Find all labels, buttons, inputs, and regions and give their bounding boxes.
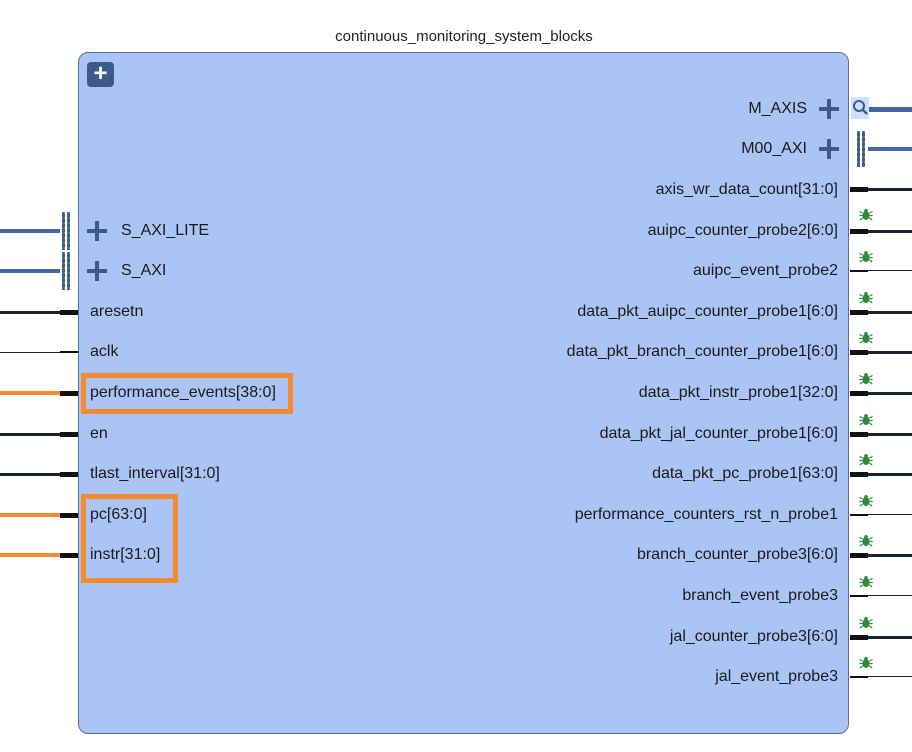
port-performance-counters-rst-n-probe1[interactable]: performance_counters_rst_n_probe1	[574, 506, 838, 523]
en-pin	[60, 432, 78, 437]
data-pkt-jal-counter-probe1-wire[interactable]	[868, 433, 912, 436]
port-jal-event-probe3[interactable]: jal_event_probe3	[715, 668, 838, 685]
data-pkt-branch-counter-probe1-wire[interactable]	[868, 351, 912, 354]
tlast-interval-pin	[60, 472, 78, 477]
debug-bug-icon[interactable]	[859, 372, 873, 385]
data-pkt-instr-probe1-pin	[850, 391, 868, 396]
port-performance-events[interactable]: performance_events[38:0]	[90, 384, 276, 401]
en-wire[interactable]	[0, 433, 60, 436]
port-jal-counter-probe3[interactable]: jal_counter_probe3[6:0]	[669, 628, 838, 645]
performance-events-wire[interactable]	[0, 391, 60, 395]
aclk-pin	[60, 351, 78, 353]
instr-wire[interactable]	[0, 553, 60, 557]
jal-event-probe3-wire[interactable]	[868, 676, 912, 677]
m-axis-expand-icon[interactable]	[819, 99, 839, 119]
s-axi-expand-icon[interactable]	[87, 261, 107, 281]
port-instr[interactable]: instr[31:0]	[90, 546, 161, 563]
s-axi-lite-connector	[61, 212, 71, 250]
debug-bug-icon[interactable]	[859, 534, 873, 547]
data-pkt-jal-counter-probe1-pin	[850, 432, 868, 437]
port-tlast-interval[interactable]: tlast_interval[31:0]	[90, 465, 220, 482]
port-aresetn[interactable]: aresetn	[90, 303, 144, 320]
performance-counters-rst-n-probe1-pin	[850, 514, 868, 516]
data-pkt-instr-probe1-wire[interactable]	[868, 392, 912, 395]
performance-counters-rst-n-probe1-wire[interactable]	[868, 514, 912, 515]
port-branch-counter-probe3[interactable]: branch_counter_probe3[6:0]	[636, 546, 838, 563]
expand-block-button[interactable]: +	[87, 62, 114, 87]
port-data-pkt-instr-probe1[interactable]: data_pkt_instr_probe1[32:0]	[638, 384, 838, 401]
s-axi-connector	[61, 252, 71, 290]
port-pc[interactable]: pc[63:0]	[90, 506, 147, 523]
instr-pin	[60, 553, 78, 558]
debug-bug-icon[interactable]	[859, 250, 873, 263]
debug-bug-icon[interactable]	[859, 494, 873, 507]
port-aclk[interactable]: aclk	[90, 343, 119, 360]
m-axis-wire[interactable]	[869, 107, 912, 112]
auipc-event-probe2-wire[interactable]	[868, 270, 912, 271]
port-auipc-event-probe2[interactable]: auipc_event_probe2	[692, 262, 838, 279]
ip-block[interactable]	[78, 52, 849, 734]
m00-axi-wire[interactable]	[868, 147, 912, 151]
port-auipc-counter-probe2[interactable]: auipc_counter_probe2[6:0]	[647, 222, 838, 239]
s-axi-wire[interactable]	[0, 269, 60, 273]
auipc-event-probe2-pin	[850, 270, 868, 272]
branch-counter-probe3-pin	[850, 553, 868, 558]
jal-counter-probe3-wire[interactable]	[868, 636, 912, 639]
data-pkt-auipc-counter-probe1-pin	[850, 310, 868, 315]
axis-wr-data-count-pin	[850, 187, 868, 192]
port-data-pkt-jal-counter-probe1[interactable]: data_pkt_jal_counter_probe1[6:0]	[599, 425, 838, 442]
debug-bug-icon[interactable]	[859, 656, 873, 669]
jal-counter-probe3-pin	[850, 635, 868, 640]
pc-pin	[60, 513, 78, 518]
tlast-interval-wire[interactable]	[0, 473, 60, 476]
aresetn-wire[interactable]	[0, 311, 60, 314]
branch-event-probe3-wire[interactable]	[868, 595, 912, 596]
data-pkt-pc-probe1-pin	[850, 472, 868, 477]
performance-events-highlight	[81, 373, 293, 414]
branch-counter-probe3-wire[interactable]	[868, 554, 912, 557]
debug-bug-icon[interactable]	[859, 208, 873, 221]
auipc-counter-probe2-pin	[850, 229, 868, 234]
data-pkt-branch-counter-probe1-pin	[850, 350, 868, 355]
auipc-counter-probe2-wire[interactable]	[868, 230, 912, 233]
aclk-wire[interactable]	[0, 352, 60, 353]
debug-bug-icon[interactable]	[859, 453, 873, 466]
performance-events-pin	[60, 391, 78, 396]
port-s-axi[interactable]: S_AXI	[121, 262, 167, 279]
pc-instr-highlight	[81, 494, 178, 583]
port-branch-event-probe3[interactable]: branch_event_probe3	[682, 587, 838, 604]
branch-event-probe3-pin	[850, 595, 868, 597]
axis-wr-data-count-wire[interactable]	[868, 188, 912, 191]
port-axis-wr-data-count[interactable]: axis_wr_data_count[31:0]	[655, 181, 838, 198]
jal-event-probe3-pin	[850, 676, 868, 678]
port-m00-axi[interactable]: M00_AXI	[741, 140, 807, 157]
debug-bug-icon[interactable]	[859, 575, 873, 588]
magnifier-icon[interactable]	[851, 97, 869, 119]
pc-wire[interactable]	[0, 513, 60, 517]
debug-bug-icon[interactable]	[859, 331, 873, 344]
debug-bug-icon[interactable]	[859, 616, 873, 629]
data-pkt-auipc-counter-probe1-wire[interactable]	[868, 311, 912, 314]
port-data-pkt-pc-probe1[interactable]: data_pkt_pc_probe1[63:0]	[652, 465, 838, 482]
s-axi-lite-expand-icon[interactable]	[87, 221, 107, 241]
debug-bug-icon[interactable]	[859, 413, 873, 426]
m00-axi-expand-icon[interactable]	[819, 139, 839, 159]
data-pkt-pc-probe1-wire[interactable]	[868, 473, 912, 476]
port-s-axi-lite[interactable]: S_AXI_LITE	[121, 222, 210, 239]
port-m-axis[interactable]: M_AXIS	[748, 100, 807, 117]
port-data-pkt-branch-counter-probe1[interactable]: data_pkt_branch_counter_probe1[6:0]	[566, 343, 838, 360]
port-en[interactable]: en	[90, 425, 108, 442]
block-title: continuous_monitoring_system_blocks	[335, 28, 593, 45]
aresetn-pin	[60, 310, 78, 315]
debug-bug-icon[interactable]	[859, 291, 873, 304]
port-data-pkt-auipc-counter-probe1[interactable]: data_pkt_auipc_counter_probe1[6:0]	[577, 303, 838, 320]
m00-axi-connector	[856, 131, 866, 167]
s-axi-lite-wire[interactable]	[0, 229, 60, 233]
